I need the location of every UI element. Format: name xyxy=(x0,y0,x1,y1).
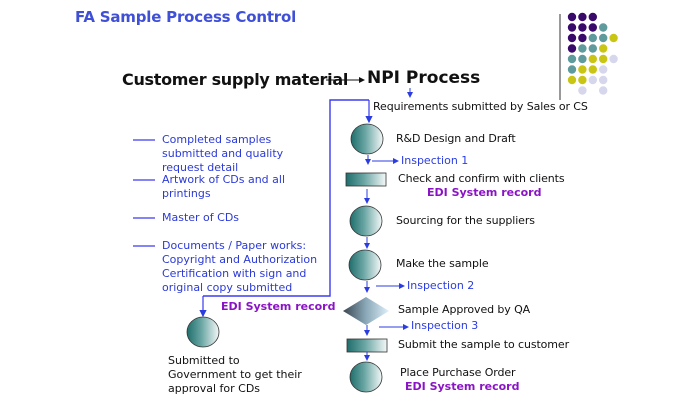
step-qa-label: Sample Approved by QA xyxy=(398,303,531,316)
step-rd-design-label: R&D Design and Draft xyxy=(396,132,516,145)
decor-dot xyxy=(588,75,597,85)
decor-dot xyxy=(567,12,577,22)
decor-dot xyxy=(588,23,597,32)
step-submit-rect xyxy=(346,338,388,353)
left-item-documents: Documents / Paper works: Copyright and A… xyxy=(162,239,318,294)
step-make-sample-label: Make the sample xyxy=(396,257,489,270)
slide-title: FA Sample Process Control xyxy=(75,8,297,26)
step-check-confirm-label: Check and confirm with clients xyxy=(398,172,565,185)
step-rd-design-circle xyxy=(350,123,384,155)
decor-dot xyxy=(578,54,587,64)
decor-dot xyxy=(588,33,597,43)
decor-dot xyxy=(578,75,587,85)
source-label: Customer supply material xyxy=(122,70,349,89)
step-sourcing-label: Sourcing for the suppliers xyxy=(396,214,535,227)
decor-dot xyxy=(578,12,587,22)
decor-dot xyxy=(567,33,577,43)
decor-dot xyxy=(599,44,608,53)
step-purchase-order-circle xyxy=(349,361,383,393)
decor-dot xyxy=(578,33,587,43)
step-purchase-order-edi: EDI System record xyxy=(405,380,520,393)
step-purchase-order-label: Place Purchase Order xyxy=(400,366,516,379)
decor-dot xyxy=(599,54,608,64)
bracket-connector xyxy=(203,99,369,297)
decor-dot xyxy=(588,44,597,53)
decor-dot xyxy=(588,54,597,64)
left-item-artwork: Artwork of CDs and all printings xyxy=(162,173,285,200)
decor-dot xyxy=(599,86,608,95)
decor-dot xyxy=(578,44,587,53)
decor-dot xyxy=(588,65,597,74)
step-check-confirm-rect xyxy=(345,172,387,187)
inspection-3-label: Inspection 3 xyxy=(411,319,479,332)
decor-dot xyxy=(578,23,587,32)
decor-dot xyxy=(609,54,618,64)
left-item-samples: Completed samples submitted and quality … xyxy=(162,133,284,174)
left-edi-record: EDI System record xyxy=(221,300,336,313)
inspection-2-label: Inspection 2 xyxy=(407,279,475,292)
decor-dot xyxy=(599,75,608,85)
step-sourcing-circle xyxy=(349,205,383,237)
decor-dot-grid xyxy=(567,12,618,95)
requirements-label: Requirements submitted by Sales or CS xyxy=(373,100,588,113)
government-label: Submitted to Government to get their app… xyxy=(168,354,302,395)
decor-dot xyxy=(567,75,577,85)
decor-dot xyxy=(599,65,608,74)
step-qa-diamond xyxy=(343,297,389,325)
step-submit-label: Submit the sample to customer xyxy=(398,338,569,351)
decor-dot xyxy=(599,23,608,32)
npi-process-label: NPI Process xyxy=(367,68,481,88)
decor-dot xyxy=(578,65,587,74)
decor-dot xyxy=(599,33,608,43)
step-check-confirm-edi: EDI System record xyxy=(427,186,542,199)
decor-dot xyxy=(609,33,618,43)
decor-dot xyxy=(588,12,597,22)
inspection-1-label: Inspection 1 xyxy=(401,154,469,167)
government-circle xyxy=(186,316,220,348)
left-item-master: Master of CDs xyxy=(162,211,240,224)
decor-dot xyxy=(567,23,577,32)
decor-dot xyxy=(567,65,577,74)
step-make-sample-circle xyxy=(348,249,382,281)
decor-dot xyxy=(567,44,577,53)
decor-dot xyxy=(567,54,577,64)
decor-dot xyxy=(578,86,587,95)
